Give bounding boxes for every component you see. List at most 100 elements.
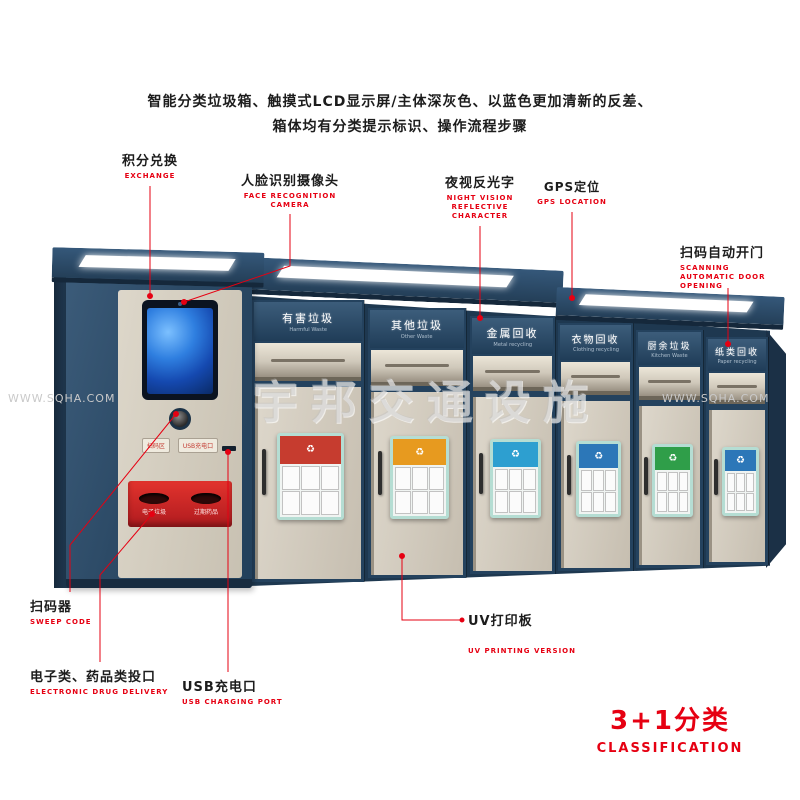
deposit-chute[interactable] — [561, 361, 630, 396]
scan-zone-plate: 扫码区 — [141, 438, 170, 453]
watermark-right: WWW.SQHA.COM — [662, 392, 770, 405]
bin-label: 金属回收 — [486, 326, 539, 340]
sticker-icon-grid — [655, 470, 690, 514]
sticker-icon-grid — [725, 471, 757, 513]
classification-zh: 3+1分类 — [610, 706, 730, 736]
bin-label-en: Clothing recycling — [572, 346, 619, 353]
callout-face-camera: 人脸识别摄像头 FACE RECOGNITION CAMERA — [230, 170, 350, 210]
roof-canopy — [51, 247, 265, 288]
callout-usb: USB充电口 USB CHARGING PORT — [182, 676, 292, 707]
kiosk-front-panel: 扫码区 USB充电口 电子垃圾 过期药品 — [118, 290, 242, 578]
callout-scan-door-en: SCANNING AUTOMATIC DOOR OPENING — [680, 264, 766, 290]
watermark-center: 宇邦交通设施 — [252, 375, 600, 429]
callout-night-vision-en: NIGHT VISION REFLECTIVE CHARACTER — [446, 194, 514, 220]
callout-electronic-drug-en: ELECTRONIC DRUG DELIVERY — [30, 688, 169, 696]
description-line-1: 智能分类垃圾箱、触摸式LCD显示屏/主体深灰色、以蓝色更加清新的反差、 — [147, 94, 653, 110]
callout-uv-print-zh: UV打印板 — [468, 614, 533, 629]
classification-sticker: ♻ — [575, 441, 622, 518]
classification-sticker: ♻ — [390, 436, 450, 519]
classification-sticker: ♻ — [721, 446, 760, 517]
door-handle[interactable] — [566, 454, 571, 495]
sticker-icon-grid — [579, 468, 619, 514]
bin-module: 纸类回收 Paper recycling ♻ — [706, 337, 768, 565]
lcd-screen[interactable] — [147, 308, 213, 394]
callout-face-camera-zh: 人脸识别摄像头 — [240, 174, 339, 189]
recycle-icon: ♻ — [724, 449, 757, 472]
bin-label-en: Kitchen Waste — [651, 352, 688, 359]
door-handle[interactable] — [377, 450, 382, 495]
control-kiosk: 扫码区 USB充电口 电子垃圾 过期药品 — [66, 258, 252, 588]
bin-sign: 有害垃圾 Harmful Waste — [254, 302, 362, 342]
bin-label-en: Harmful Waste — [289, 326, 327, 333]
deposit-chute[interactable] — [639, 367, 700, 400]
bin-door[interactable]: ♻ — [255, 387, 361, 579]
callout-uv-print: UV打印板 UV PRINTING VERSION — [468, 610, 578, 656]
light-strip — [78, 255, 236, 271]
slot-label: 过期药品 — [193, 508, 218, 516]
slot-label: 电子垃圾 — [141, 508, 166, 516]
bin-module: 厨余垃圾 Kitchen Waste ♻ — [636, 330, 703, 568]
callout-usb-zh: USB充电口 — [182, 680, 257, 695]
callout-gps: GPS定位 GPS LOCATION — [532, 178, 612, 207]
callout-face-camera-en: FACE RECOGNITION CAMERA — [243, 192, 337, 209]
face-camera-icon — [178, 302, 182, 306]
recycle-icon: ♻ — [393, 439, 447, 466]
callout-exchange-en: EXCHANGE — [124, 172, 176, 180]
door-handle[interactable] — [714, 458, 719, 496]
light-strip — [578, 294, 754, 313]
code-scanner[interactable] — [169, 408, 191, 430]
callout-scan-door-zh: 扫码自动开门 — [680, 246, 765, 261]
usb-charging-port[interactable] — [222, 446, 236, 451]
callout-electronic-drug: 电子类、药品类投口 ELECTRONIC DRUG DELIVERY — [30, 666, 190, 697]
deposit-chute[interactable] — [255, 343, 361, 382]
bin-door[interactable]: ♻ — [639, 405, 700, 565]
classification-tagline: 3+1分类 CLASSIFICATION — [595, 700, 745, 756]
classification-en: CLASSIFICATION — [596, 741, 744, 756]
usb-plate: USB充电口 — [177, 438, 219, 453]
bin-sign: 厨余垃圾 Kitchen Waste — [638, 332, 701, 366]
deposit-chute[interactable] — [709, 372, 765, 405]
callout-sweep-code-zh: 扫码器 — [30, 600, 73, 615]
kiosk-base — [66, 579, 252, 588]
deposit-column: 电子垃圾 — [139, 492, 169, 516]
bin-label-en: Metal recycling — [493, 341, 532, 348]
door-handle[interactable] — [644, 456, 649, 495]
callout-sweep-code-en: SWEEP CODE — [30, 618, 92, 626]
classification-sticker: ♻ — [276, 433, 345, 520]
classification-sticker: ♻ — [652, 444, 694, 517]
bin-door[interactable]: ♻ — [371, 392, 463, 575]
recycle-icon: ♻ — [279, 436, 342, 464]
callout-night-vision-zh: 夜视反光字 — [444, 176, 515, 191]
special-deposit-panel: 电子垃圾 过期药品 — [128, 481, 232, 527]
bin-door[interactable]: ♻ — [561, 401, 630, 568]
deposit-chute[interactable] — [371, 349, 463, 387]
door-handle[interactable] — [262, 448, 267, 495]
bin-label: 衣物回收 — [571, 335, 620, 347]
bin-module: 其他垃圾 Other Waste ♻ — [368, 308, 466, 578]
expired-medicine-slot[interactable] — [191, 492, 221, 504]
bin-label-en: Paper recycling — [717, 358, 757, 365]
bin-label: 厨余垃圾 — [647, 341, 692, 352]
electronic-waste-slot[interactable] — [139, 492, 169, 504]
light-strip — [276, 265, 514, 288]
door-handle[interactable] — [479, 452, 484, 495]
callout-exchange: 积分兑换 EXCHANGE — [100, 150, 200, 181]
recycle-icon: ♻ — [655, 447, 691, 470]
bin-label: 纸类回收 — [714, 347, 759, 358]
bin-sign: 其他垃圾 Other Waste — [370, 310, 464, 348]
watermark-left: WWW.SQHA.COM — [8, 392, 116, 405]
callout-uv-print-en: UV PRINTING VERSION — [468, 647, 576, 655]
bin-sign: 衣物回收 Clothing recycling — [560, 325, 631, 360]
bin-door[interactable]: ♻ — [473, 397, 552, 571]
callout-gps-en: GPS LOCATION — [537, 198, 607, 206]
product-description: 智能分类垃圾箱、触摸式LCD显示屏/主体深灰色、以蓝色更加清新的反差、 箱体均有… — [0, 90, 800, 140]
deposit-chute[interactable] — [473, 356, 552, 392]
bin-module: 金属回收 Metal recycling ♻ — [470, 316, 555, 574]
bin-label-en: Other Waste — [401, 333, 433, 340]
bin-door[interactable]: ♻ — [709, 410, 765, 562]
classification-sticker: ♻ — [489, 438, 542, 518]
lcd-touchscreen[interactable] — [142, 300, 218, 400]
callout-scan-door: 扫码自动开门 SCANNING AUTOMATIC DOOR OPENING — [680, 242, 792, 291]
bin-sign: 纸类回收 Paper recycling — [708, 339, 766, 371]
recycle-icon: ♻ — [492, 441, 539, 467]
